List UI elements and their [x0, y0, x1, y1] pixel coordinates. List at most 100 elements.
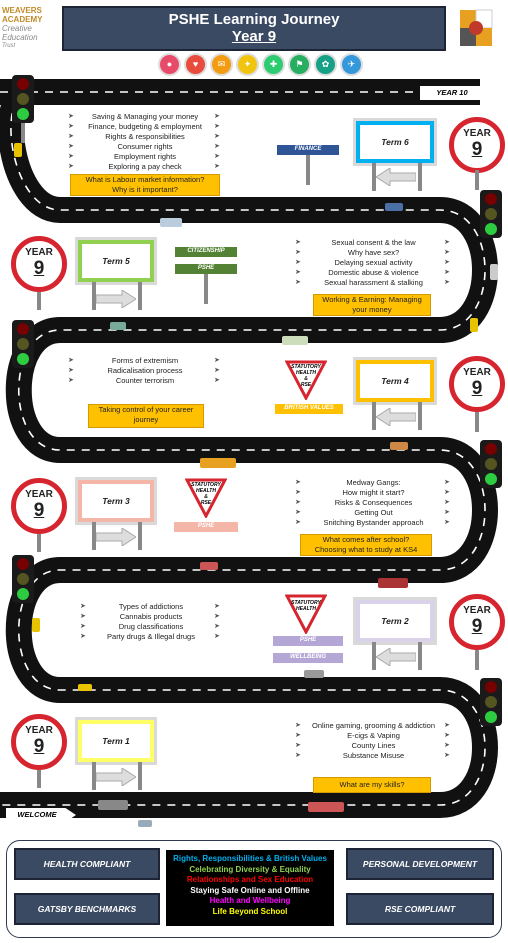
- wellbeing-icon: ●: [158, 53, 181, 76]
- theme-rights: Rights, Responsibilities & British Value…: [173, 854, 327, 863]
- bullet-column: ➤➤➤➤: [295, 722, 301, 759]
- traffic-light: [12, 555, 34, 603]
- term1-note: What are my skills?: [313, 777, 431, 793]
- theme-safety: Staying Safe Online and Offline: [190, 885, 310, 895]
- traffic-light: [12, 320, 34, 368]
- theme-rse: Relationships and Sex Education: [186, 875, 314, 884]
- safety-icon: ⚑: [288, 53, 311, 76]
- car-icon: [304, 670, 324, 678]
- pshe-tag: PSHE: [273, 636, 343, 646]
- rse-compliant-badge: RSE COMPLIANT: [346, 893, 494, 925]
- gatsby-benchmarks-badge: GATSBY BENCHMARKS: [14, 893, 160, 925]
- bullet-column: ➤➤➤➤➤➤: [214, 113, 220, 170]
- finance-tag: FINANCE: [277, 145, 339, 155]
- british-values-tag: BRITISH VALUES: [275, 404, 343, 414]
- left-arrow-icon: [376, 168, 416, 186]
- car-icon: [378, 578, 408, 588]
- right-arrow-icon: [96, 528, 136, 546]
- car-icon: [390, 442, 408, 450]
- car-icon: [32, 618, 40, 632]
- car-icon: [138, 820, 152, 827]
- title-box: PSHE Learning Journey Year 9: [62, 6, 446, 51]
- left-arrow-icon: [376, 648, 416, 666]
- traffic-light: [480, 440, 502, 488]
- wellbeing-tag: WELLBEING: [273, 653, 343, 663]
- health-icon: ✚: [262, 53, 285, 76]
- bullet-column: ➤➤➤➤: [214, 603, 220, 640]
- traffic-light: [12, 75, 34, 123]
- bullet-column: ➤➤➤➤➤: [444, 479, 450, 526]
- statutory-triangle-icon: [285, 360, 327, 400]
- statutory-triangle-icon: [285, 594, 327, 634]
- pshe-tag: PSHE: [174, 522, 238, 532]
- traffic-light: [480, 678, 502, 726]
- career-icon: ✈: [340, 53, 363, 76]
- term3-topics: Medway Gangs:How might it start?Risks & …: [323, 478, 424, 527]
- bullet-column: ➤➤➤➤: [444, 722, 450, 759]
- car-icon: [200, 562, 218, 570]
- footer-panel: [6, 840, 502, 938]
- term4-billboard: Term 4: [356, 360, 434, 402]
- welcome-label: WELCOME: [17, 810, 57, 819]
- bullet-column: ➤➤➤➤: [80, 603, 86, 640]
- welcome-arrow: WELCOME: [6, 808, 76, 822]
- term6-note: What is Labour market information?Why is…: [70, 174, 220, 196]
- left-arrow-icon: [376, 408, 416, 426]
- bullet-column: ➤➤➤: [68, 357, 74, 384]
- bullet-column: ➤➤➤: [214, 357, 220, 384]
- car-icon: [470, 318, 478, 332]
- bullet-column: ➤➤➤➤➤➤: [68, 113, 74, 170]
- year10-arrow: YEAR 10: [420, 86, 494, 100]
- car-icon: [110, 322, 126, 330]
- citizenship-tag: CITIZENSHIP: [175, 247, 237, 257]
- term3-billboard: Term 3: [78, 480, 154, 522]
- category-icons: ●♥✉✦✚⚑✿✈: [158, 53, 366, 79]
- year10-label: YEAR 10: [436, 88, 468, 97]
- bullet-column: ➤➤➤➤➤: [295, 479, 301, 526]
- statutory-triangle-icon: [185, 478, 227, 518]
- theme-diversity: Celebrating Diversity & Equality: [189, 864, 311, 874]
- term1-billboard: Term 1: [78, 720, 154, 762]
- page-title: PSHE Learning Journey: [168, 11, 340, 28]
- themes-box: Rights, Responsibilities & British Value…: [166, 850, 334, 926]
- heart-icon: ♥: [184, 53, 207, 76]
- traffic-light: [480, 190, 502, 238]
- car-icon: [385, 203, 403, 211]
- car-icon: [490, 264, 498, 280]
- bullet-column: ➤➤➤➤➤: [295, 239, 301, 286]
- car-icon: [160, 218, 182, 227]
- chat-icon: ✉: [210, 53, 233, 76]
- personal-development-badge: PERSONAL DEVELOPMENT: [346, 848, 494, 880]
- term5-billboard: Term 5: [78, 240, 154, 282]
- academy-logo: WEAVERS ACADEMY Creative Education Trust: [2, 6, 43, 49]
- car-icon: [14, 143, 22, 157]
- term6-billboard: Term 6: [356, 121, 434, 163]
- term2-billboard: Term 2: [356, 600, 434, 642]
- car-icon: [98, 800, 128, 810]
- bullet-column: ➤➤➤➤➤: [444, 239, 450, 286]
- page-subtitle: Year 9: [231, 28, 277, 45]
- right-arrow-icon: [96, 290, 136, 308]
- pshe-tag: PSHE: [175, 264, 237, 274]
- community-icon: ✿: [314, 53, 337, 76]
- theme-health: Health and Wellbeing: [209, 896, 291, 905]
- idea-icon: ✦: [236, 53, 259, 76]
- car-icon: [282, 336, 308, 345]
- car-icon: [308, 802, 344, 812]
